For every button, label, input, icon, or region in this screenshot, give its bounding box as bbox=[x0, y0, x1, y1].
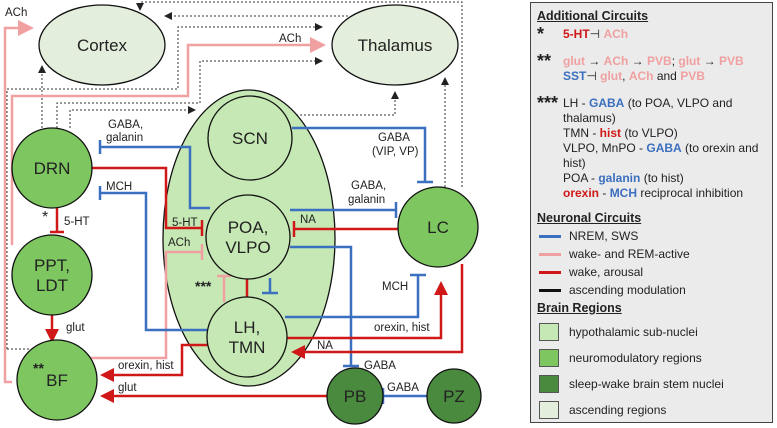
ppt-label: PPT, bbox=[34, 256, 70, 275]
orexin-hist-bf-label: orexin, hist bbox=[118, 360, 174, 372]
neuronal-circuits-title: Neuronal Circuits bbox=[537, 211, 642, 225]
gaba-pb-label: GABA bbox=[364, 360, 396, 372]
tmn-label: TMN bbox=[229, 338, 266, 357]
legend-wake-rem: wake- and REM-active bbox=[537, 247, 766, 262]
legend-neuromodulatory: neuromodulatory regions bbox=[537, 349, 766, 367]
lc-node bbox=[397, 186, 479, 268]
ach-thalamus-label: ACh bbox=[279, 33, 301, 45]
star-1: * bbox=[42, 209, 48, 226]
cortex-label: Cortex bbox=[77, 36, 128, 55]
scn-label: SCN bbox=[232, 129, 268, 148]
glut-pb-label: glut bbox=[118, 382, 137, 394]
orexin-hist-lc-label: orexin, hist bbox=[374, 322, 430, 334]
pb-node bbox=[326, 367, 384, 425]
legend-hypothalamic: hypothalamic sub-nuclei bbox=[537, 323, 766, 341]
pz-label: PZ bbox=[443, 387, 465, 406]
ldt-label: LDT bbox=[36, 276, 68, 295]
gaba-galanin-lc-label: GABA, bbox=[351, 180, 386, 192]
mch-drn-label: MCH bbox=[106, 181, 132, 193]
additional-circuit-1: * 5-HT⊣ ACh bbox=[537, 24, 629, 44]
diagram-canvas: Cortex Thalamus SCN POA, VLPO LH, TMN DR… bbox=[3, 1, 482, 425]
gaba-galanin-drn-label-2: galanin bbox=[106, 132, 143, 144]
drn-node bbox=[11, 127, 93, 209]
scn-node bbox=[207, 95, 293, 181]
5ht-drn-ppt-label: 5-HT bbox=[64, 216, 90, 228]
gaba-galanin-drn-label: GABA, bbox=[108, 119, 143, 131]
poa-label: POA, bbox=[228, 218, 269, 237]
poa-vlpo-node bbox=[205, 194, 291, 280]
vlpo-label: VLPO bbox=[225, 238, 270, 257]
star-2: ** bbox=[33, 360, 44, 376]
drn-label: DRN bbox=[34, 159, 71, 178]
na-lh-label: NA bbox=[317, 340, 333, 352]
nrem-paths bbox=[98, 126, 433, 404]
legend-brainstem: sleep-wake brain stem nuclei bbox=[537, 375, 766, 393]
wake-paths bbox=[45, 166, 464, 403]
gaba-pz-label: GABA bbox=[387, 382, 419, 394]
mch-lc-label: MCH bbox=[382, 281, 408, 293]
cortex-region bbox=[38, 4, 166, 86]
additional-circuits-title: Additional Circuits bbox=[537, 9, 649, 23]
pb-label: PB bbox=[344, 387, 367, 406]
wake-rem-paths bbox=[3, 20, 326, 384]
additional-circuit-3: *** LH - GABA (to POA, VLPO and thalamus… bbox=[537, 93, 759, 200]
thalamus-region bbox=[331, 4, 459, 86]
gaba-galanin-lc-label-2: galanin bbox=[348, 194, 385, 206]
legend-ascending: ascending modulation bbox=[537, 283, 766, 298]
ppt-ldt-node bbox=[11, 234, 93, 316]
legend-panel: Additional Circuits * 5-HT⊣ ACh ** glut … bbox=[530, 2, 773, 423]
legend-ascending-regions: ascending regions bbox=[537, 401, 766, 419]
bf-node bbox=[16, 339, 98, 421]
ascending-modulation-paths bbox=[6, 1, 463, 350]
gaba-vip-label: GABA bbox=[378, 132, 410, 144]
glut-ppt-label: glut bbox=[66, 322, 85, 334]
edge-labels: ACh ACh GABA, galanin MCH * 5-HT 5-HT AC… bbox=[5, 7, 430, 394]
star-3: *** bbox=[195, 278, 212, 294]
lh-tmn-node bbox=[206, 296, 288, 378]
legend-wake: wake, arousal bbox=[537, 265, 766, 280]
bf-label: BF bbox=[46, 371, 68, 390]
pz-node bbox=[426, 368, 482, 424]
legend-nrem: NREM, SWS bbox=[537, 229, 766, 244]
brain-regions-title: Brain Regions bbox=[537, 301, 622, 315]
na-poa-label: NA bbox=[300, 214, 316, 226]
lh-label: LH, bbox=[234, 318, 260, 337]
thalamus-label: Thalamus bbox=[358, 36, 433, 55]
ach-poa-label: ACh bbox=[168, 237, 190, 249]
ach-cortex-label: ACh bbox=[5, 7, 27, 19]
5ht-poa-label: 5-HT bbox=[172, 217, 198, 229]
additional-circuit-2: ** glut → ACh → PVB; glut → PVB SST⊣ glu… bbox=[537, 51, 744, 83]
gaba-vip-label-2: (VIP, VP) bbox=[372, 146, 419, 158]
lc-label: LC bbox=[427, 218, 449, 237]
